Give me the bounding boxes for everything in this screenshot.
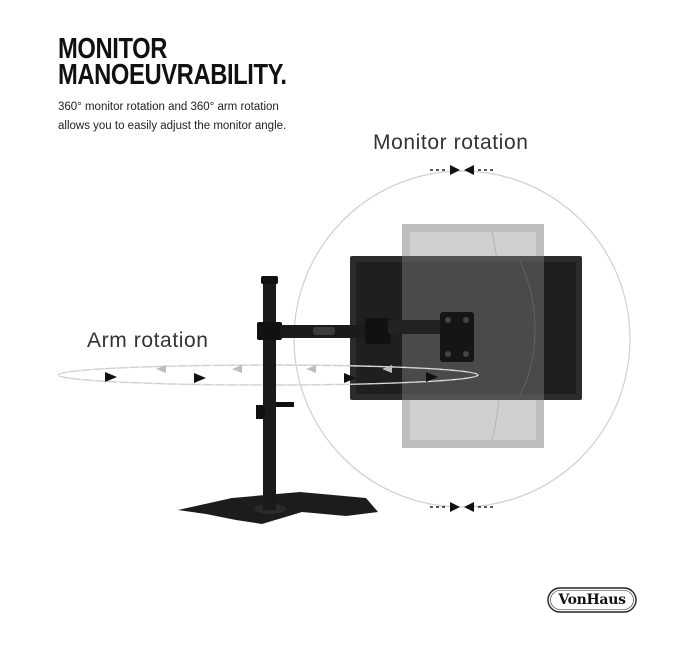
monitor-rotation-label: Monitor rotation: [373, 131, 529, 154]
monitor-rotation-bottom-arrows: [430, 502, 496, 512]
title-line-1: MONITOR: [58, 33, 167, 65]
description-line-2: allows you to easily adjust the monitor …: [58, 120, 287, 132]
stand-pole: [263, 280, 276, 510]
description-line-1: 360° monitor rotation and 360° arm rotat…: [58, 101, 279, 113]
feature-description: 360° monitor rotation and 360° arm rotat…: [58, 98, 378, 136]
arm-badge: [313, 327, 335, 335]
brand-name: VonHaus: [558, 592, 626, 608]
height-clamp: [256, 405, 265, 419]
arm-joint: [365, 318, 391, 344]
page-title: MONITOR MANOEUVRABILITY.: [58, 33, 287, 91]
arm-rotation-label: Arm rotation: [87, 329, 209, 352]
arm-rotation-arrows: [105, 365, 438, 383]
clamp-lever: [276, 402, 294, 407]
vesa-mount: [440, 312, 474, 362]
pole-cap: [261, 276, 278, 284]
arm-extension: [388, 320, 444, 334]
brand-logo: VonHaus: [547, 587, 637, 613]
brand-logo-outline: [547, 587, 637, 613]
title-line-2: MANOEUVRABILITY.: [58, 59, 287, 91]
arm-collar: [257, 322, 282, 340]
monitor-rotation-circle: [293, 170, 631, 508]
monitor-rotation-top-arrows: [430, 165, 496, 175]
